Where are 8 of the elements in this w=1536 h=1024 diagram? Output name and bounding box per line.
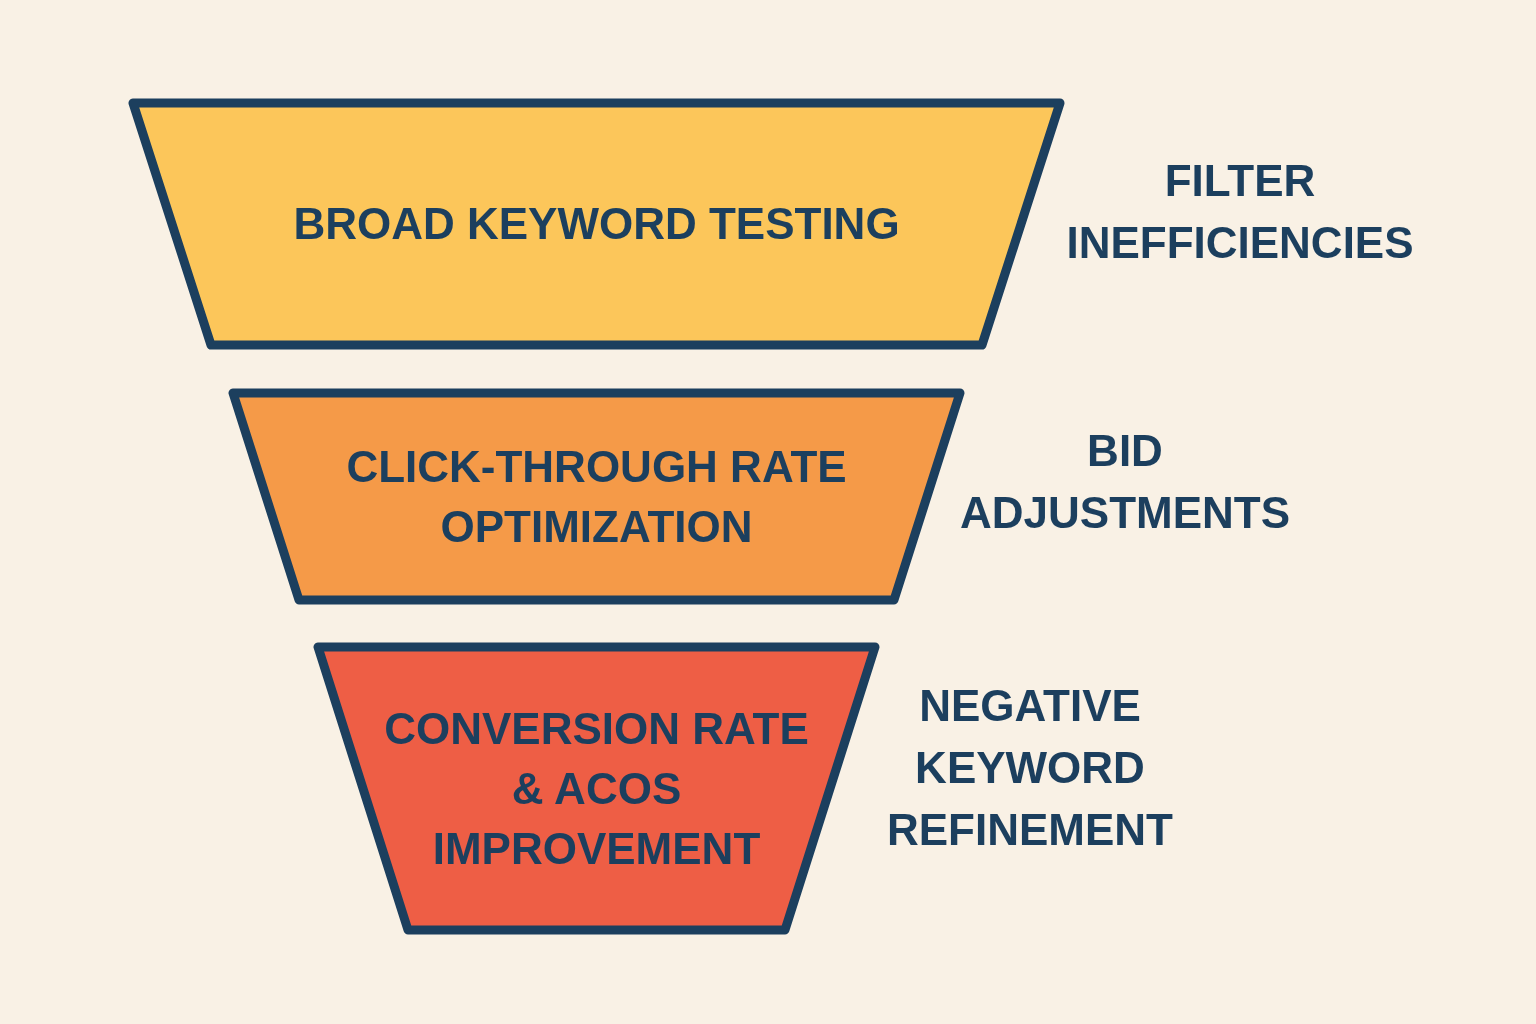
tier-label: CLICK-THROUGH RATE OPTIMIZATION bbox=[345, 440, 848, 553]
funnel-tier bbox=[313, 642, 880, 935]
tier-label: BROAD KEYWORD TESTING bbox=[293, 198, 900, 250]
side-label: BID ADJUSTMENTS bbox=[959, 425, 1291, 539]
funnel-tier bbox=[128, 98, 1065, 350]
side-label: FILTER INEFFICIENCIES bbox=[1065, 155, 1415, 269]
side-label: NEGATIVE KEYWORD REFINEMENT bbox=[886, 680, 1174, 856]
tier-label: CONVERSION RATE & ACOS IMPROVEMENT bbox=[383, 702, 810, 875]
